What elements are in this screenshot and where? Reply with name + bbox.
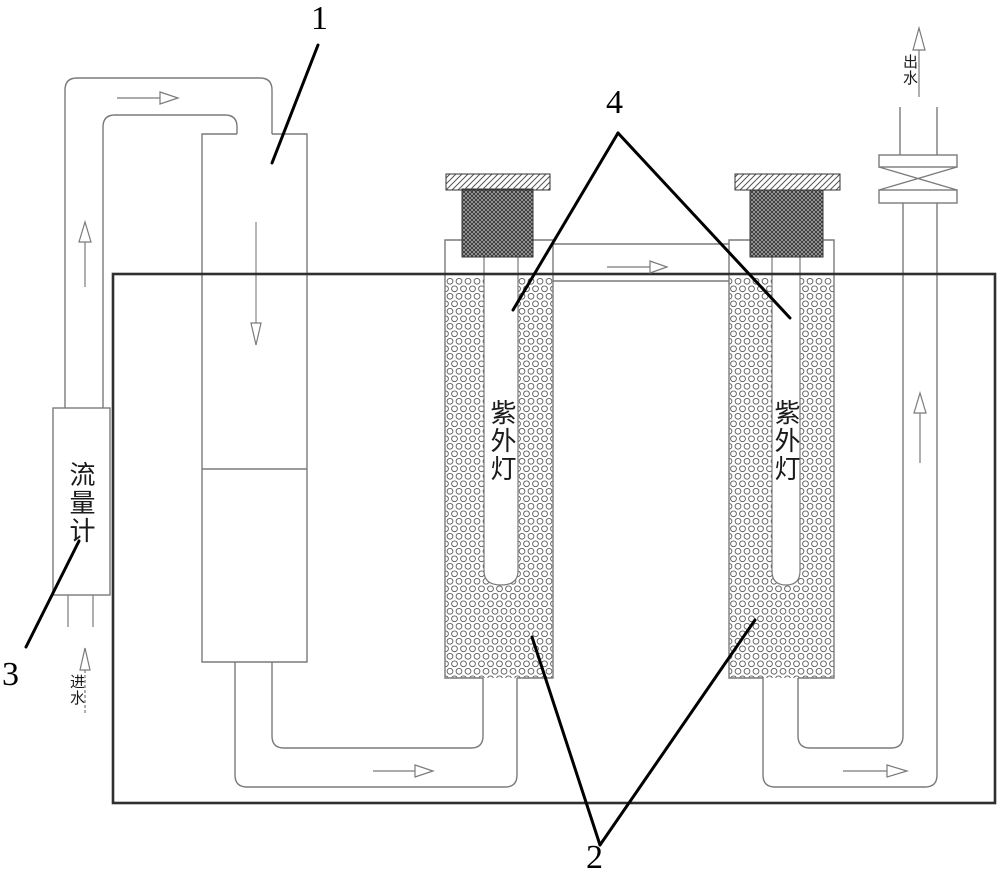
- uv-lamp-right-label: 紫外灯: [771, 399, 800, 483]
- leader-3: [24, 539, 81, 649]
- flow-arrows: [78, 25, 927, 778]
- tank-outline: [111, 272, 997, 805]
- flow-meter-label: 流量计: [66, 461, 95, 545]
- inlet-water-label: 进水: [68, 674, 84, 706]
- leader-4-left: [511, 131, 620, 312]
- valve-top-plate: [878, 154, 958, 168]
- flow-meter-stubs: [67, 595, 94, 627]
- feed-pipe: [64, 77, 273, 408]
- callout-2: 2: [586, 839, 603, 874]
- outlet-valve-assembly: [878, 107, 958, 204]
- pipe-uv-right-to-outlet: [762, 203, 938, 788]
- uv-module-right: [728, 173, 841, 679]
- leader-2-left: [530, 635, 602, 847]
- uv-lamp-tube-right: [771, 257, 801, 586]
- uv-lamp-left-label: 紫外灯: [487, 399, 516, 483]
- reactor-column: [201, 133, 308, 663]
- leader-2-right: [598, 618, 757, 847]
- arrow-outlet-top-head: [912, 25, 926, 51]
- arrow-top-feed-head: [159, 91, 180, 105]
- arrow-feed-riser-head: [78, 219, 92, 243]
- flow-meter: [52, 407, 111, 627]
- pipe-reactor-to-uv-left: [234, 662, 518, 788]
- valve-cross: [878, 166, 958, 191]
- uv-lamp-cap-flange-left: [445, 173, 551, 191]
- leader-1: [270, 43, 320, 165]
- outlet-pipe-top: [899, 107, 938, 155]
- uv-lamp-cap-flange-right: [734, 173, 841, 191]
- arrow-outlet-riser-head: [913, 390, 927, 414]
- leader-4-right: [616, 131, 792, 320]
- uv-lamp-cap-body-right: [749, 189, 824, 258]
- top-connecting-channel: [553, 243, 729, 282]
- arrow-reactor-down-head: [250, 322, 262, 346]
- arrow-inlet-head: [79, 647, 91, 671]
- callout-1: 1: [311, 0, 328, 37]
- arrow-channel-head: [649, 260, 669, 274]
- uv-lamp-cap-body-left: [461, 188, 534, 258]
- arrow-bottom-right-head: [886, 764, 910, 778]
- uv-lamp-tube-left: [483, 257, 519, 586]
- callout-leaders: [24, 43, 792, 847]
- callout-4: 4: [606, 84, 623, 121]
- valve-bottom-plate: [878, 189, 958, 204]
- arrow-bottom-left-head: [414, 764, 435, 778]
- uv-module-left: [444, 173, 554, 679]
- flow-meter-box: [52, 407, 111, 596]
- callout-3: 3: [2, 656, 19, 693]
- outlet-water-label: 出水: [901, 54, 917, 86]
